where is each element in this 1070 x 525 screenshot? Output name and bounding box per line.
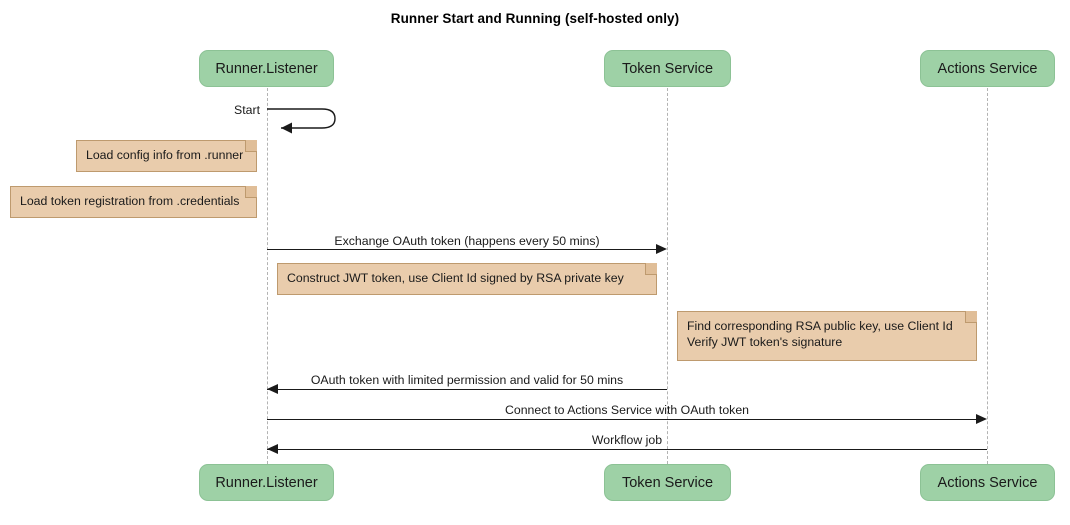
note-load-token-registration: Load token registration from .credential… bbox=[10, 186, 257, 218]
message-oauth-token-response-label: OAuth token with limited permission and … bbox=[310, 373, 624, 387]
participant-token-bottom[interactable]: Token Service bbox=[604, 464, 731, 501]
participant-actions-top[interactable]: Actions Service bbox=[920, 50, 1055, 87]
message-workflow-job-line bbox=[267, 449, 987, 450]
self-message-start-label: Start bbox=[234, 103, 260, 117]
participant-label: Actions Service bbox=[937, 60, 1038, 77]
participant-runner-top[interactable]: Runner.Listener bbox=[199, 50, 334, 87]
participant-actions-bottom[interactable]: Actions Service bbox=[920, 464, 1055, 501]
participant-runner-bottom[interactable]: Runner.Listener bbox=[199, 464, 334, 501]
note-construct-jwt-token: Construct JWT token, use Client Id signe… bbox=[277, 263, 657, 295]
note-fold-corner-icon bbox=[245, 140, 257, 152]
note-text: Construct JWT token, use Client Id signe… bbox=[287, 271, 624, 285]
lifeline-actions bbox=[987, 88, 988, 464]
participant-label: Actions Service bbox=[937, 474, 1038, 491]
self-message-path bbox=[267, 108, 336, 129]
participant-token-top[interactable]: Token Service bbox=[604, 50, 731, 87]
self-message-start bbox=[267, 104, 347, 138]
lifeline-token bbox=[667, 88, 668, 464]
message-oauth-token-response-arrowhead bbox=[267, 384, 278, 394]
note-fold-corner-icon bbox=[645, 263, 657, 275]
message-connect-actions-service-line bbox=[267, 419, 980, 420]
message-exchange-oauth-token-arrowhead bbox=[656, 244, 667, 254]
message-exchange-oauth-token-line bbox=[267, 249, 660, 250]
diagram-title: Runner Start and Running (self-hosted on… bbox=[390, 11, 680, 26]
note-text: Find corresponding RSA public key, use C… bbox=[687, 319, 953, 349]
participant-label: Token Service bbox=[621, 60, 714, 77]
participant-label: Runner.Listener bbox=[215, 60, 318, 77]
message-workflow-job-arrowhead bbox=[267, 444, 278, 454]
note-fold-corner-icon bbox=[245, 186, 257, 198]
note-text: Load token registration from .credential… bbox=[20, 194, 240, 208]
message-workflow-job-label: Workflow job bbox=[591, 433, 663, 447]
lifeline-runner bbox=[267, 88, 268, 464]
message-oauth-token-response-line bbox=[267, 389, 667, 390]
note-fold-corner-icon bbox=[965, 311, 977, 323]
note-verify-jwt-signature: Find corresponding RSA public key, use C… bbox=[677, 311, 977, 361]
note-text: Load config info from .runner bbox=[86, 148, 244, 162]
participant-label: Token Service bbox=[621, 474, 714, 491]
participant-label: Runner.Listener bbox=[215, 474, 318, 491]
message-connect-actions-service-label: Connect to Actions Service with OAuth to… bbox=[504, 403, 750, 417]
message-connect-actions-service-arrowhead bbox=[976, 414, 987, 424]
self-message-arrowhead bbox=[281, 122, 292, 134]
note-load-config-info: Load config info from .runner bbox=[76, 140, 257, 172]
message-exchange-oauth-token-label: Exchange OAuth token (happens every 50 m… bbox=[334, 234, 600, 248]
